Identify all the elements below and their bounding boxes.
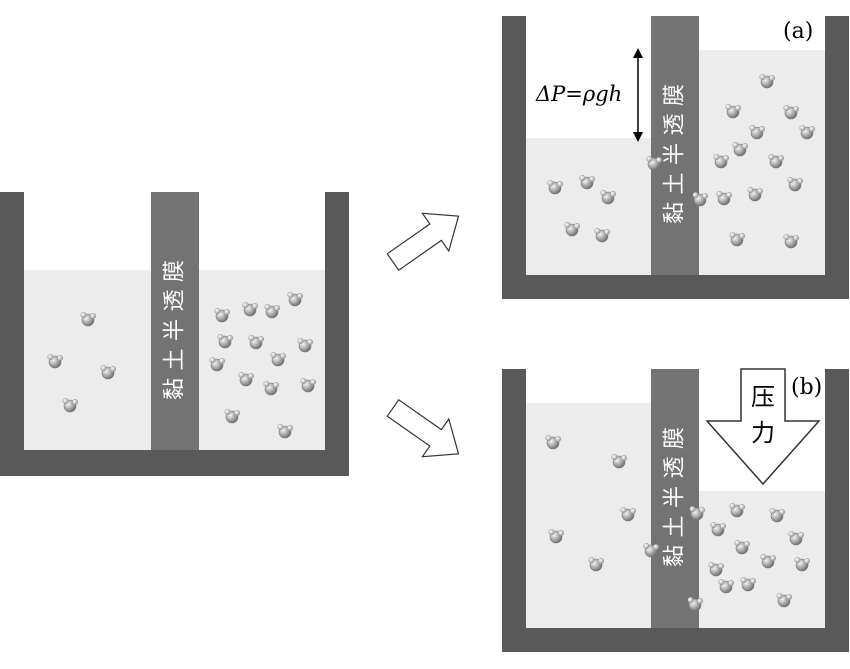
panel-a-wall-right: [825, 16, 849, 299]
panel-a-water-left: [526, 138, 651, 275]
panel-b-membrane: [651, 369, 699, 628]
panel-b: 黏土半透膜 压 力 (b): [502, 368, 849, 652]
block-arrow-icon: [386, 212, 460, 272]
pressure-arrow-icon: [705, 368, 821, 486]
panel-b-tag: (b): [791, 375, 822, 400]
pressure-label-2: 力: [751, 419, 775, 447]
panel-a-membrane: [651, 16, 699, 275]
left-container-wall-right: [325, 192, 349, 476]
panel-b-wall-left: [502, 369, 526, 652]
panel-b-membrane-label: 黏土半透膜: [663, 427, 688, 567]
arrowhead-down-icon: [633, 132, 643, 142]
left-container-wall-left: [0, 192, 24, 476]
left-membrane-label: 黏土半透膜: [163, 260, 188, 400]
panel-a-tag: (a): [783, 19, 813, 44]
panel-a-membrane-label: 黏土半透膜: [663, 84, 688, 224]
left-membrane: [151, 192, 199, 450]
pressure-formula: ΔP=ρgh: [535, 82, 622, 106]
panel-a-wall-left: [502, 16, 526, 299]
pressure-label-1: 压: [751, 383, 775, 411]
initial-container: 黏土半透膜: [0, 192, 349, 476]
left-container-floor: [0, 450, 349, 476]
panel-a-floor: [502, 275, 849, 299]
panel-b-floor: [502, 628, 849, 652]
arrowhead-up-icon: [633, 48, 643, 58]
panel-b-wall-right: [825, 369, 849, 652]
panel-a: 黏土半透膜 (a) ΔP=ρgh: [502, 16, 849, 299]
block-arrow-icon: [386, 398, 460, 458]
left-water-left: [24, 270, 151, 450]
